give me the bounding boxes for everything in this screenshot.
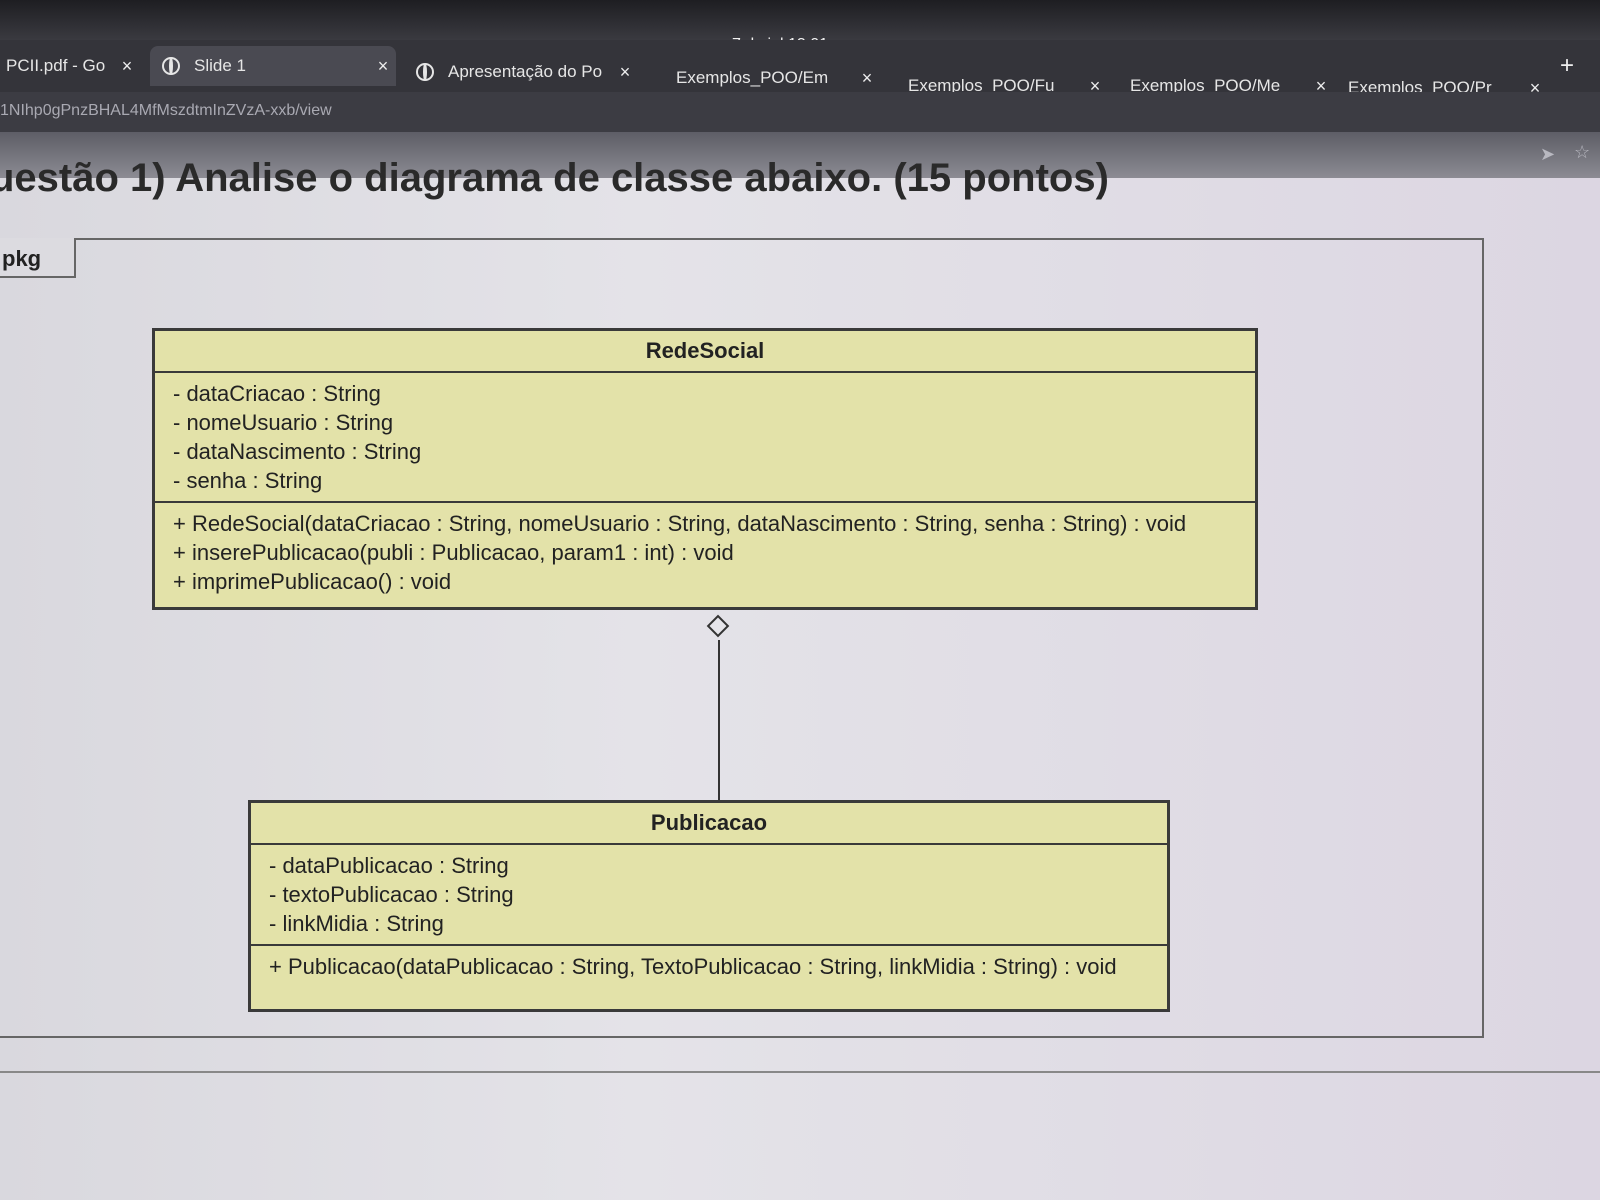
tab-label: Slide 1 — [194, 56, 246, 75]
class-attributes: - dataPublicacao : String - textoPublica… — [251, 845, 1167, 946]
question-heading: uestão 1) Analise o diagrama de classe a… — [0, 156, 1109, 200]
operation: + inserePublicacao(publi : Publicacao, p… — [173, 540, 734, 565]
operation: + RedeSocial(dataCriacao : String, nomeU… — [173, 511, 1187, 536]
package-frame — [0, 238, 1484, 1038]
page-divider — [0, 1071, 1600, 1073]
close-icon[interactable]: × — [121, 55, 133, 76]
tab-exemplos-me[interactable]: Exemplos_POO/Me × — [1124, 74, 1334, 98]
class-publicacao: Publicacao - dataPublicacao : String - t… — [248, 800, 1170, 1012]
tab-label: Apresentação do Po — [448, 62, 603, 81]
operation: + Publicacao(dataPublicacao : String, Te… — [269, 954, 1117, 979]
aggregation-line — [718, 640, 720, 802]
tab-slide-1[interactable]: Slide 1 × — [150, 46, 396, 86]
attribute: - textoPublicacao : String — [269, 882, 514, 907]
tab-label: Exemplos_POO/Me — [1130, 76, 1281, 95]
operation: + imprimePublicacao() : void — [173, 569, 452, 594]
close-icon[interactable]: × — [1089, 75, 1101, 96]
pdf-toolbar: ➤ ☆ — [0, 132, 1600, 178]
close-icon[interactable]: × — [1315, 75, 1327, 96]
class-attributes: - dataCriacao : String - nomeUsuario : S… — [155, 373, 1255, 503]
address-bar[interactable]: 1NIhp0gPnzBHAL4MfMszdtmInZVzA-xxb/view — [0, 92, 1600, 132]
attribute: - nomeUsuario : String — [173, 410, 394, 435]
globe-icon — [416, 63, 434, 81]
globe-icon — [162, 57, 180, 75]
close-icon[interactable]: × — [1529, 78, 1541, 98]
close-icon[interactable]: × — [377, 55, 389, 76]
tab-label: Exemplos_POO/Em — [676, 68, 829, 87]
tab-label: PCII.pdf - Go — [6, 56, 106, 75]
attribute: - dataNascimento : String — [173, 439, 422, 464]
send-icon[interactable]: ➤ — [1540, 144, 1556, 164]
package-tab: pkg — [0, 238, 76, 278]
system-top-bar — [0, 0, 1600, 40]
class-redesocial: RedeSocial - dataCriacao : String - nome… — [152, 328, 1258, 610]
attribute: - dataPublicacao : String — [269, 853, 509, 878]
attribute: - senha : String — [173, 468, 323, 493]
tab-label: Exemplos_POO/Fu — [908, 76, 1055, 95]
star-icon[interactable]: ☆ — [1574, 142, 1591, 162]
class-operations: + RedeSocial(dataCriacao : String, nomeU… — [155, 503, 1255, 602]
pdf-page: uestão 1) Analise o diagrama de classe a… — [0, 156, 1600, 1200]
tab-apresentacao[interactable]: Apresentação do Po × — [404, 52, 638, 92]
tab-exemplos-em[interactable]: Exemplos_POO/Em × — [670, 58, 880, 98]
class-name: RedeSocial — [155, 331, 1255, 373]
class-name: Publicacao — [251, 803, 1167, 845]
tab-pcii-pdf[interactable]: PCII.pdf - Go × — [0, 46, 140, 86]
close-icon[interactable]: × — [619, 61, 631, 82]
package-label: pkg — [2, 246, 42, 271]
url-text[interactable]: 1NIhp0gPnzBHAL4MfMszdtmInZVzA-xxb/view — [0, 102, 332, 119]
attribute: - dataCriacao : String — [173, 381, 381, 406]
attribute: - linkMidia : String — [269, 911, 444, 936]
browser-tab-strip: PCII.pdf - Go × Slide 1 × Apresentação d… — [0, 40, 1600, 98]
close-icon[interactable]: × — [861, 67, 873, 88]
new-tab-button[interactable]: + — [1560, 52, 1575, 79]
tab-exemplos-fu[interactable]: Exemplos_POO/Fu × — [902, 66, 1108, 106]
class-operations: + Publicacao(dataPublicacao : String, Te… — [251, 946, 1167, 987]
